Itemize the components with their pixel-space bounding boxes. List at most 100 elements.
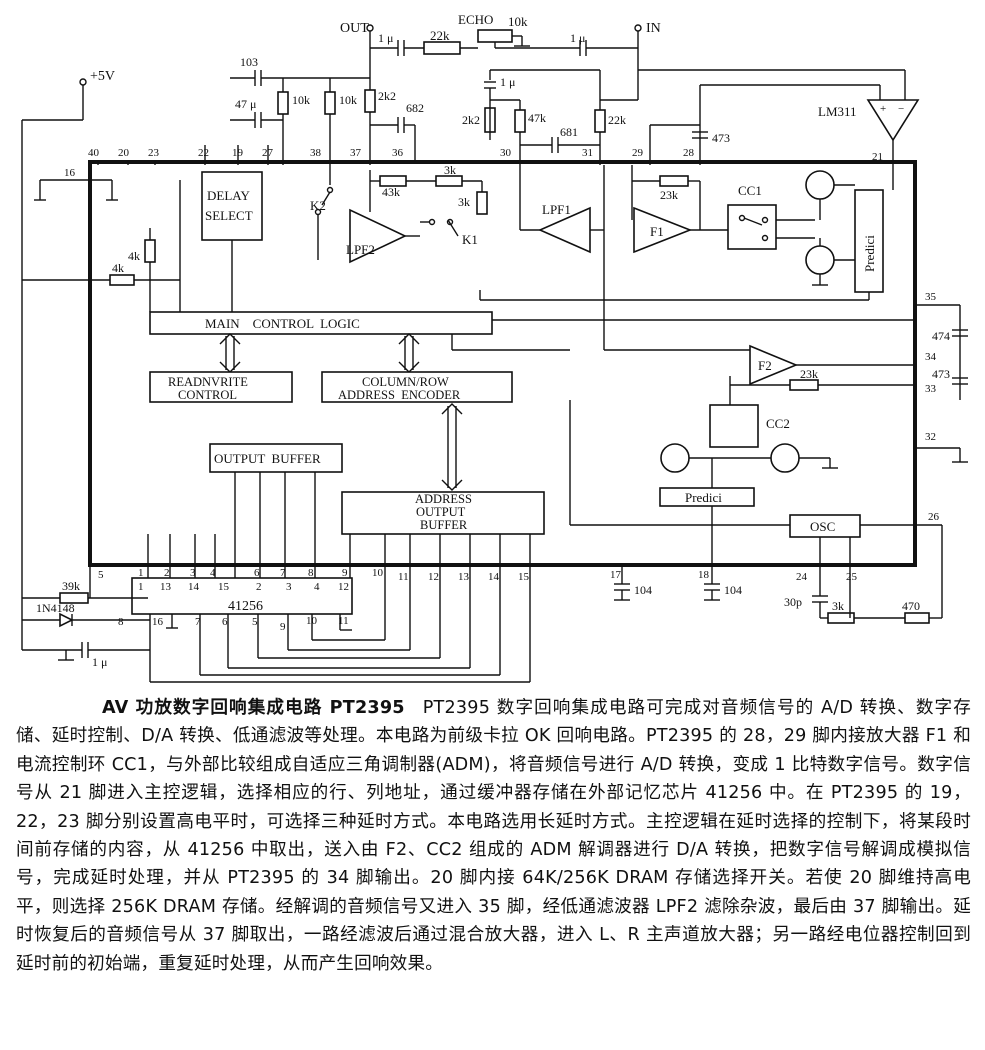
svg-text:5: 5 xyxy=(98,569,104,581)
svg-text:10k: 10k xyxy=(508,14,528,29)
svg-text:681: 681 xyxy=(560,125,578,139)
pt2395-chip-outline xyxy=(88,160,917,567)
svg-text:LPF2: LPF2 xyxy=(346,242,375,257)
vcc-terminal xyxy=(79,78,87,86)
svg-text:16: 16 xyxy=(64,167,76,179)
resistor-3k-a xyxy=(435,175,463,187)
svg-text:1 μ: 1 μ xyxy=(92,655,107,669)
top-pin-stubs xyxy=(97,145,269,165)
svg-text:35: 35 xyxy=(925,291,937,303)
svg-text:12: 12 xyxy=(428,571,439,583)
svg-text:+: + xyxy=(880,103,886,115)
svg-text:4k: 4k xyxy=(128,249,140,263)
svg-text:BUFFER: BUFFER xyxy=(420,518,468,532)
svg-text:473: 473 xyxy=(932,367,950,381)
svg-text:40: 40 xyxy=(88,147,100,159)
svg-text:17: 17 xyxy=(610,569,622,581)
svg-text:Predici: Predici xyxy=(685,490,722,505)
svg-text:SELECT: SELECT xyxy=(205,208,253,223)
output-buffer-block xyxy=(209,443,343,473)
svg-text:12: 12 xyxy=(338,581,349,593)
svg-text:7: 7 xyxy=(195,616,201,628)
svg-text:3k: 3k xyxy=(832,599,844,613)
svg-text:470: 470 xyxy=(902,599,920,613)
resistor-4k-b xyxy=(109,274,135,286)
svg-text:16: 16 xyxy=(152,616,164,628)
svg-text:473: 473 xyxy=(712,131,730,145)
svg-text:CC1: CC1 xyxy=(738,183,762,198)
svg-text:23k: 23k xyxy=(660,188,678,202)
svg-text:30: 30 xyxy=(500,147,512,159)
svg-text:104: 104 xyxy=(724,583,742,597)
svg-text:39k: 39k xyxy=(62,579,80,593)
svg-text:11: 11 xyxy=(398,571,409,583)
svg-text:22: 22 xyxy=(198,147,209,159)
in-terminal xyxy=(634,24,642,32)
svg-text:14: 14 xyxy=(488,571,500,583)
current-source-c xyxy=(660,443,690,473)
c-1u-out: 1 μ xyxy=(378,31,393,45)
svg-text:38: 38 xyxy=(310,147,322,159)
resistor-2k2-a xyxy=(364,89,376,113)
figure-title: AV 功放数字回响集成电路 PT2395 xyxy=(102,698,405,718)
svg-text:30p: 30p xyxy=(784,595,802,609)
svg-text:DELAY: DELAY xyxy=(207,188,250,203)
dram-41256: 41256 1 13 14 15 2 3 4 12 8 16 7 6 5 9 1… xyxy=(21,472,858,683)
svg-text:1 μ: 1 μ xyxy=(500,75,515,89)
delay-select-block xyxy=(201,171,263,241)
svg-text:CONTROL: CONTROL xyxy=(178,388,237,402)
in-label: IN xyxy=(646,21,661,36)
out-label: OUT xyxy=(340,21,369,36)
cc1-block xyxy=(727,204,777,250)
svg-text:1: 1 xyxy=(138,567,144,579)
svg-text:15: 15 xyxy=(218,581,230,593)
f1-amplifier xyxy=(633,206,693,254)
svg-text:Predici: Predici xyxy=(862,235,877,272)
svg-text:26: 26 xyxy=(928,511,940,523)
svg-text:4k: 4k xyxy=(112,261,124,275)
svg-text:OSC: OSC xyxy=(810,519,835,534)
svg-text:15: 15 xyxy=(518,571,530,583)
svg-text:682: 682 xyxy=(406,101,424,115)
svg-text:F2: F2 xyxy=(758,358,772,373)
svg-text:8: 8 xyxy=(118,616,124,628)
svg-text:22k: 22k xyxy=(608,113,626,127)
svg-text:6: 6 xyxy=(222,616,228,628)
resistor-4k-a xyxy=(144,239,156,263)
main-control-logic-block xyxy=(149,311,493,335)
svg-text:K1: K1 xyxy=(462,232,478,247)
svg-text:3k: 3k xyxy=(444,163,456,177)
echo-potentiometer[interactable] xyxy=(477,29,513,43)
svg-text:2: 2 xyxy=(164,567,170,579)
resistor-10k-a xyxy=(277,91,289,115)
svg-text:COLUMN/ROW: COLUMN/ROW xyxy=(362,375,449,389)
svg-text:10k: 10k xyxy=(292,93,310,107)
svg-text:2k2: 2k2 xyxy=(378,89,396,103)
svg-text:43k: 43k xyxy=(382,185,400,199)
svg-text:28: 28 xyxy=(683,147,695,159)
svg-text:23: 23 xyxy=(148,147,160,159)
svg-text:−: − xyxy=(898,103,904,115)
svg-text:7: 7 xyxy=(280,567,286,579)
diode-1n4148 xyxy=(59,612,74,628)
column-row-encoder-block xyxy=(321,371,513,403)
svg-text:1 μ: 1 μ xyxy=(570,31,585,45)
svg-text:3: 3 xyxy=(286,581,292,593)
resistor-10k-b xyxy=(324,91,336,115)
svg-text:9: 9 xyxy=(342,567,348,579)
svg-text:37: 37 xyxy=(350,147,362,159)
svg-text:K2: K2 xyxy=(310,198,326,213)
osc-block xyxy=(789,514,861,538)
svg-text:LPF1: LPF1 xyxy=(542,202,571,217)
svg-text:ECHO: ECHO xyxy=(458,12,493,27)
resistor-23k-a xyxy=(659,175,689,187)
internal-blocks: 16 DELAY SELECT 4k 4k K2 LPF2 43k 3k 3k xyxy=(22,163,915,565)
svg-text:2k2: 2k2 xyxy=(462,113,480,127)
svg-text:4: 4 xyxy=(314,581,320,593)
svg-text:10k: 10k xyxy=(339,93,357,107)
svg-text:47k: 47k xyxy=(528,111,546,125)
resistor-47k xyxy=(514,109,526,133)
svg-text:24: 24 xyxy=(796,571,808,583)
svg-text:3: 3 xyxy=(190,567,196,579)
